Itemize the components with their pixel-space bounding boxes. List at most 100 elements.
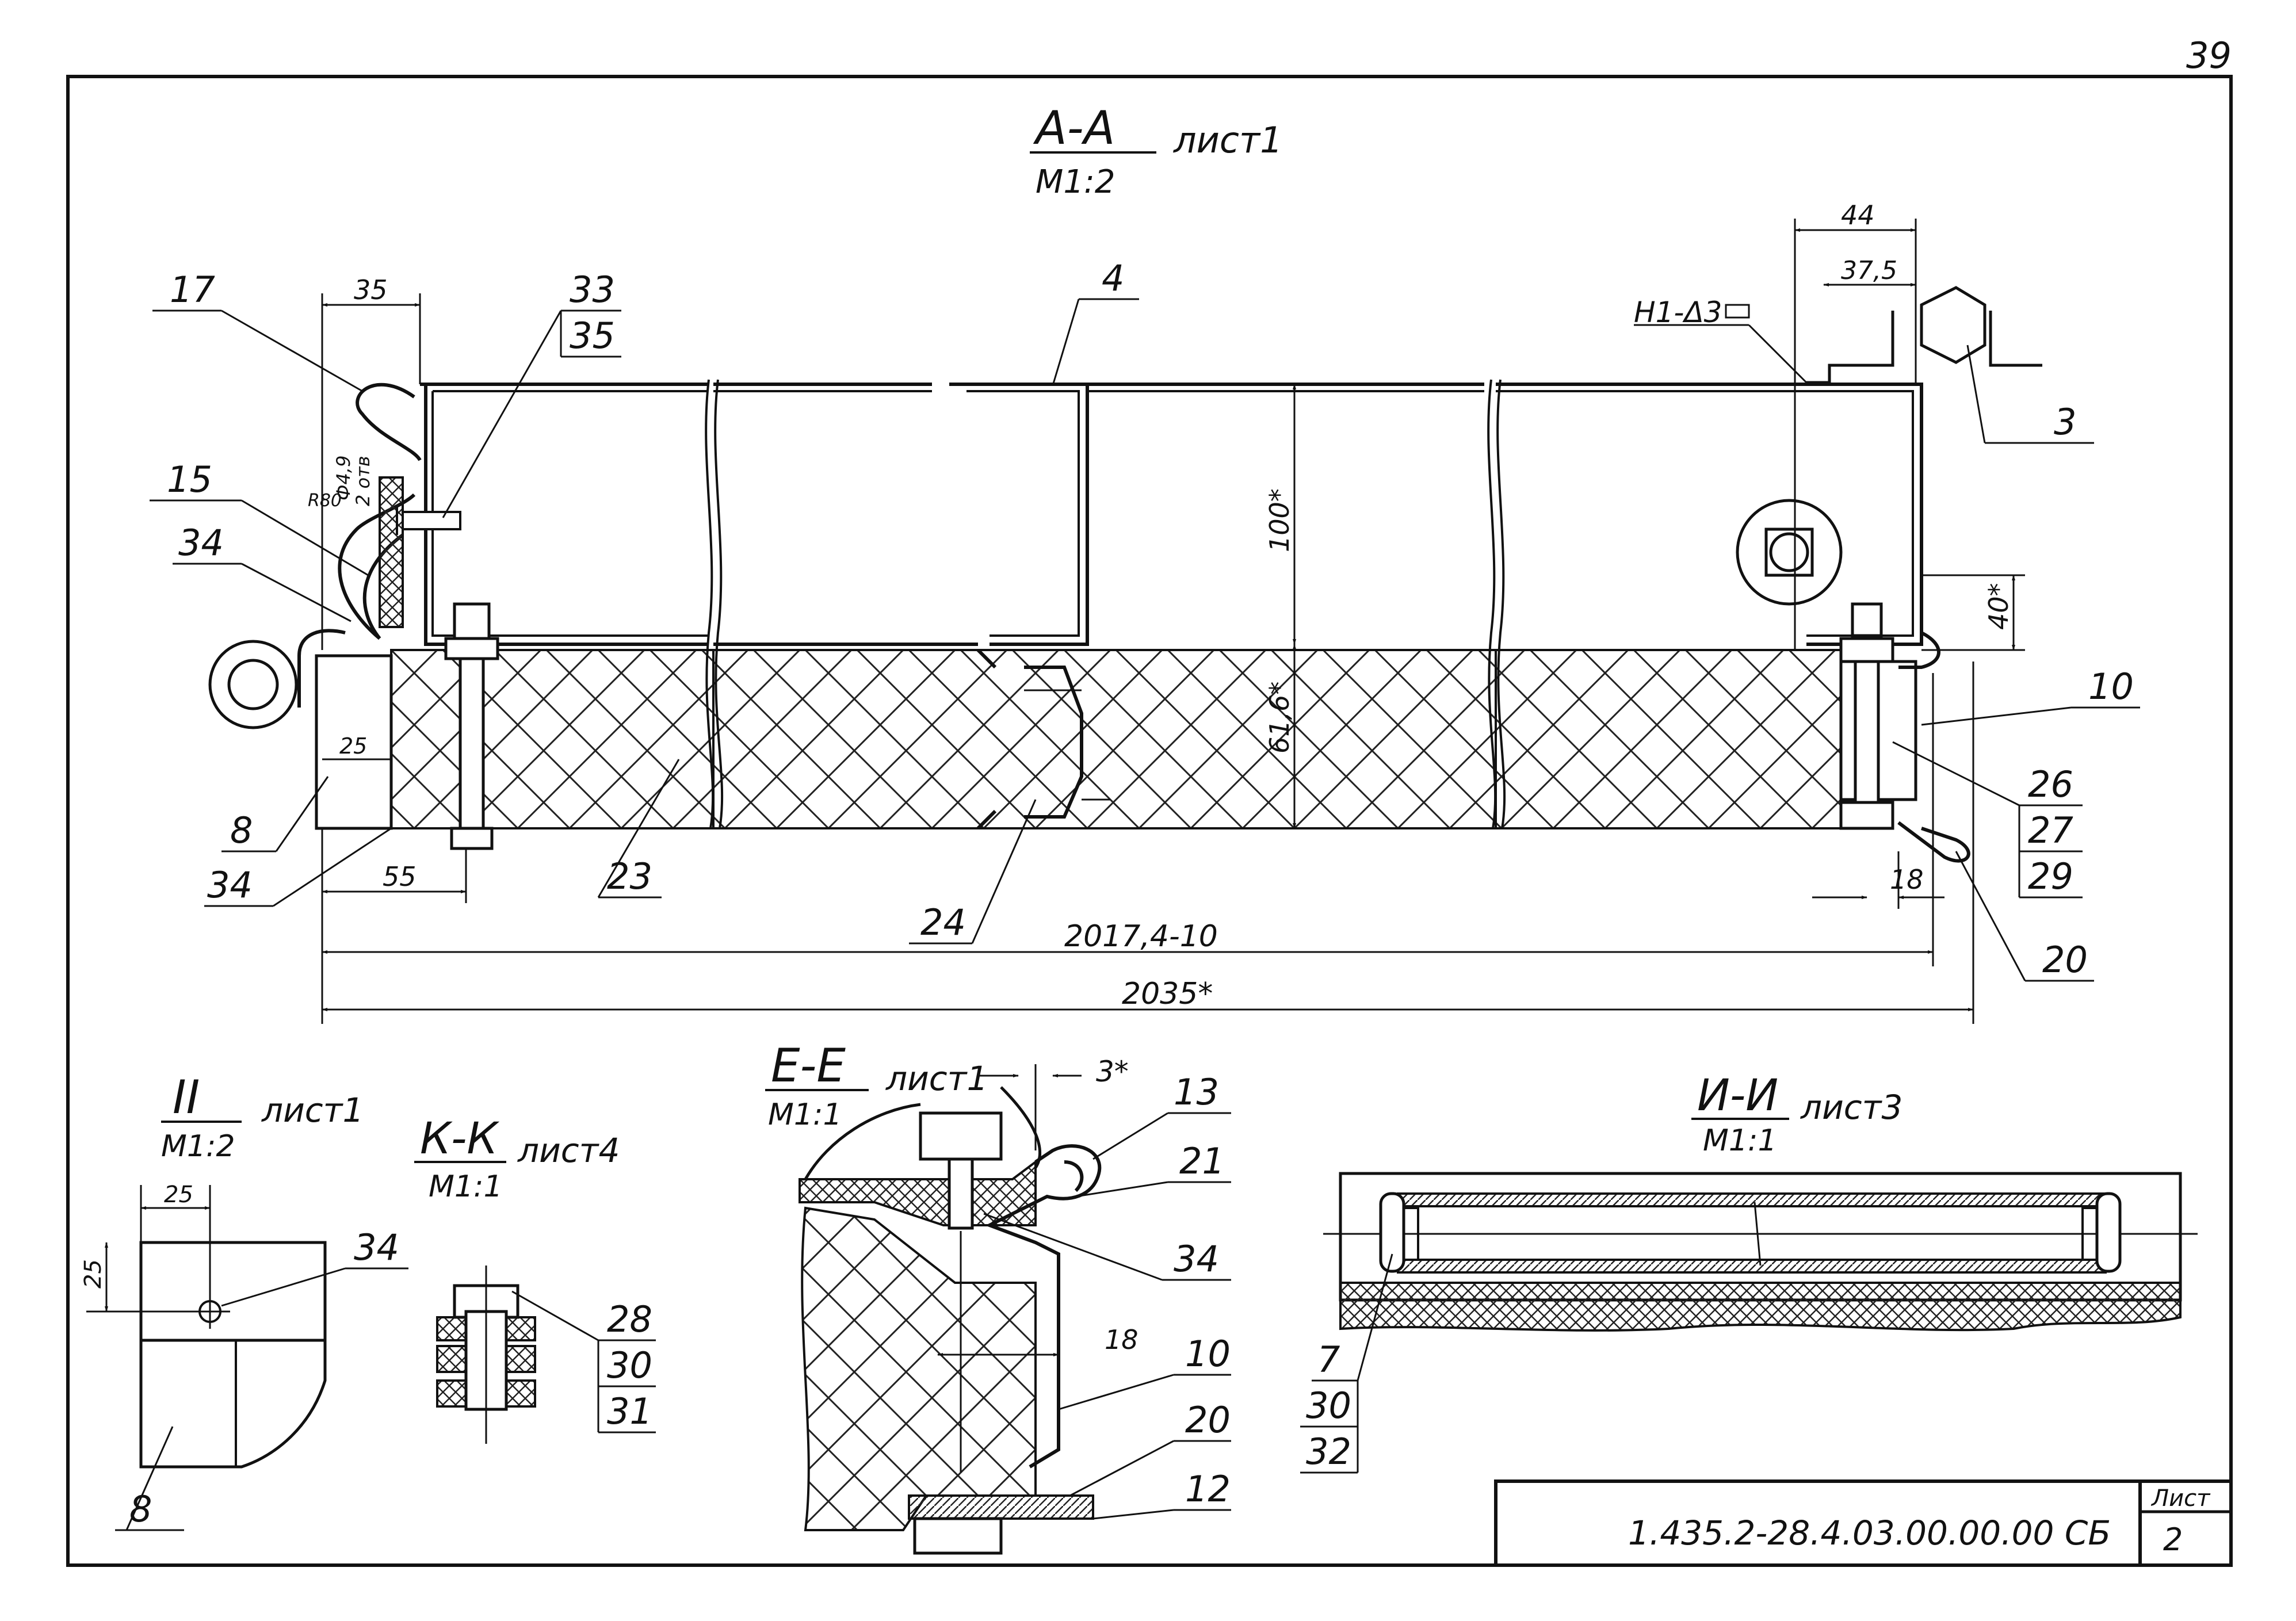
dim-18-ee: 18	[1105, 1324, 1139, 1355]
view-ee-scale: М1:1	[768, 1098, 842, 1132]
dim-44: 44	[1841, 200, 1875, 231]
dim-3-ee: 3*	[1096, 1055, 1129, 1088]
view-ee: Е-Е М1:1 лист1 3* 18 13 21 34 10 20	[765, 1039, 1231, 1555]
view-in-scale: М1:1	[1703, 1123, 1777, 1158]
dim-r80: R80	[308, 491, 342, 511]
callout-21: 21	[1179, 1140, 1225, 1182]
ee-bolt-head	[919, 1111, 1003, 1161]
left-stud	[402, 511, 461, 530]
break-line-2	[714, 379, 724, 829]
in-mid-bar	[1397, 1259, 2107, 1274]
callout-13: 13	[1174, 1071, 1219, 1113]
dim-35: 35	[354, 274, 388, 305]
view-aa-title: А-А М1:2 лист1	[1030, 101, 1283, 201]
callout-31: 31	[607, 1390, 652, 1432]
clip-spring	[297, 383, 422, 708]
callout-34-ii: 34	[354, 1226, 399, 1268]
callout-34-bottom: 34	[207, 864, 253, 906]
dim-25-ii-v: 25	[80, 1259, 106, 1289]
ee-clip	[985, 1144, 1102, 1469]
break-line-1	[705, 379, 715, 829]
dim-55: 55	[383, 861, 417, 892]
dim-hole-dia: Ф4,9	[333, 456, 354, 500]
ee-bottom-plate	[908, 1494, 1094, 1520]
view-ee-sheet: лист1	[885, 1059, 988, 1098]
view-in-sheet: лист3	[1800, 1088, 1902, 1127]
callout-4: 4	[1102, 257, 1124, 299]
dim-25-ii-h: 25	[164, 1182, 193, 1208]
callout-3: 3	[2054, 401, 2076, 443]
insulation-panel-left	[390, 649, 715, 829]
view-kk-scale: М1:1	[429, 1169, 503, 1204]
view-kk-sheet: лист4	[517, 1131, 620, 1170]
view-ii-scale: М1:2	[161, 1129, 235, 1164]
upper-frame-inner	[431, 390, 1914, 637]
right-bolt	[1839, 602, 1894, 830]
callout-12: 12	[1185, 1468, 1231, 1510]
insulation-panel-right	[1495, 649, 1842, 829]
callout-24: 24	[920, 901, 966, 943]
break-line-3	[1487, 379, 1497, 829]
view-kk: К-К М1:1 лист4 28 30 31	[414, 1112, 656, 1444]
dimensions-aa: 35 44 37,5 100* 61,6* 40* 55 18	[308, 200, 2025, 1024]
callout-23: 23	[607, 855, 652, 897]
view-aa: А-А М1:2 лист1	[150, 101, 2140, 1024]
title-sheet-number: 2	[2163, 1521, 2183, 1558]
view-aa-label: А-А	[1033, 101, 1115, 155]
callout-26: 26	[2028, 763, 2073, 805]
hex-nut-top	[1920, 286, 1986, 364]
dim-2035: 2035*	[1122, 977, 1213, 1011]
left-bracket	[379, 476, 404, 628]
view-kk-bolt	[436, 1266, 536, 1444]
dim-37-5: 37,5	[1841, 256, 1897, 285]
view-ii-sheet: лист1	[261, 1091, 364, 1130]
callout-15: 15	[167, 458, 212, 500]
dim-2017: 2017,4-10	[1064, 919, 1218, 954]
callout-20-ee: 20	[1185, 1399, 1231, 1441]
callout-17: 17	[170, 269, 215, 311]
dim-18: 18	[1890, 864, 1924, 895]
hinge-ring-inner	[227, 659, 279, 710]
in-right-clip	[2095, 1192, 2122, 1273]
callout-32: 32	[1306, 1431, 1351, 1473]
right-clip	[1897, 631, 1970, 863]
callout-34-top: 34	[178, 522, 224, 564]
insulation-panel-mid	[712, 649, 1497, 829]
hinge-ring-outer	[208, 640, 298, 729]
callout-7: 7	[1317, 1339, 1340, 1381]
drawing-frame	[66, 75, 2233, 1567]
callout-10-ee: 10	[1185, 1333, 1231, 1375]
ee-insulation	[801, 1206, 1037, 1531]
callout-33: 33	[570, 269, 615, 311]
view-kk-label: К-К	[420, 1112, 499, 1164]
view-aa-scale: М1:2	[1036, 163, 1115, 201]
in-left-clip	[1379, 1192, 1405, 1273]
dim-40: 40*	[1983, 583, 2014, 630]
title-designation: 1.435.2-28.4.03.00.00.00 СБ	[1628, 1513, 2111, 1553]
in-top-bar	[1397, 1192, 2107, 1207]
view-aa-sheet: лист1	[1173, 119, 1283, 161]
view-ee-label: Е-Е	[771, 1039, 846, 1092]
upper-frame	[420, 383, 1923, 646]
page-number: 39	[2186, 35, 2232, 77]
hex-bracket	[1806, 311, 2042, 384]
weld-note: Н1-Δ3	[1634, 296, 1722, 329]
dim-61-6: 61,6*	[1264, 682, 1295, 754]
callout-30-kk: 30	[607, 1344, 652, 1386]
right-eye-nut	[1764, 527, 1814, 577]
channel-profile	[976, 648, 1083, 830]
callout-28: 28	[607, 1298, 652, 1340]
edge-block-left	[315, 654, 393, 830]
view-ii-outline	[139, 1241, 327, 1469]
view-in: И-И М1:1 лист3 7 30 32	[1300, 1069, 2198, 1474]
callout-10-aa: 10	[2088, 666, 2134, 708]
view-in-label: И-И	[1697, 1069, 1778, 1121]
title-sheet-label: Лист	[2150, 1485, 2211, 1512]
callout-35: 35	[570, 315, 615, 357]
dim-2-holes: 2 отв	[352, 456, 374, 506]
callout-30-in: 30	[1306, 1385, 1351, 1427]
callout-27: 27	[2028, 809, 2073, 851]
break-line-4	[1496, 379, 1506, 829]
ee-bolt-shank	[948, 1157, 974, 1230]
